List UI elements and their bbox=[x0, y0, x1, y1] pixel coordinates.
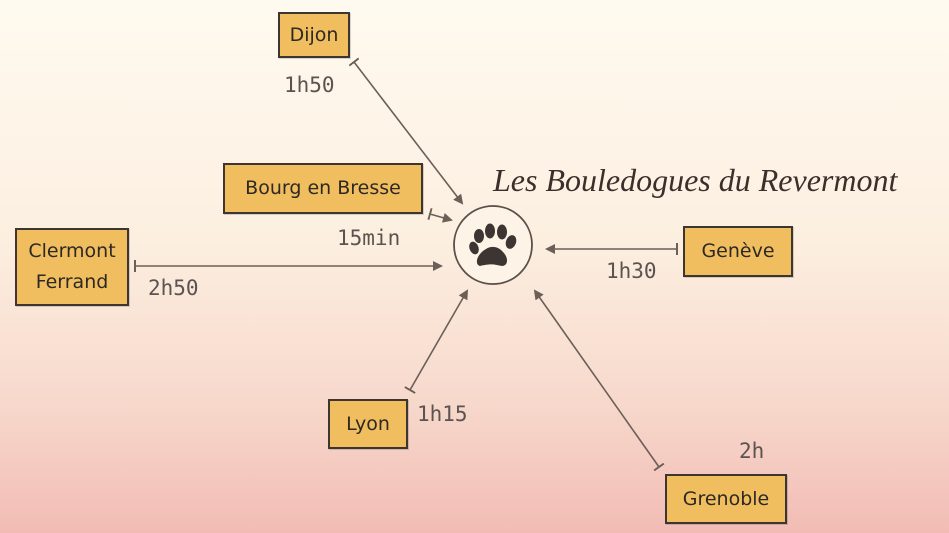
city-box-dijon: Dijon bbox=[278, 12, 350, 58]
arrow-bourg bbox=[427, 207, 453, 223]
city-box-grenoble: Grenoble bbox=[665, 474, 787, 524]
city-box-bourg-en-bresse: Bourg en Bresse bbox=[223, 163, 423, 214]
city-box-clermont-ferrand: Clermont Ferrand bbox=[15, 228, 129, 306]
city-box-lyon: Lyon bbox=[328, 399, 408, 449]
time-dijon: 1h50 bbox=[284, 73, 335, 97]
arrow-dijon bbox=[348, 57, 464, 205]
city-box-geneve: Genève bbox=[683, 226, 793, 277]
arrow-lyon bbox=[404, 289, 468, 394]
time-bourg: 15min bbox=[337, 226, 401, 250]
time-geneve: 1h30 bbox=[606, 259, 657, 283]
page-title: Les Bouledogues du Revermont bbox=[493, 162, 898, 198]
arrow-grenoble bbox=[533, 289, 665, 472]
time-lyon: 1h15 bbox=[417, 402, 468, 426]
paw-icon bbox=[453, 205, 533, 285]
time-clermont: 2h50 bbox=[148, 276, 199, 300]
time-grenoble: 2h bbox=[739, 439, 765, 463]
